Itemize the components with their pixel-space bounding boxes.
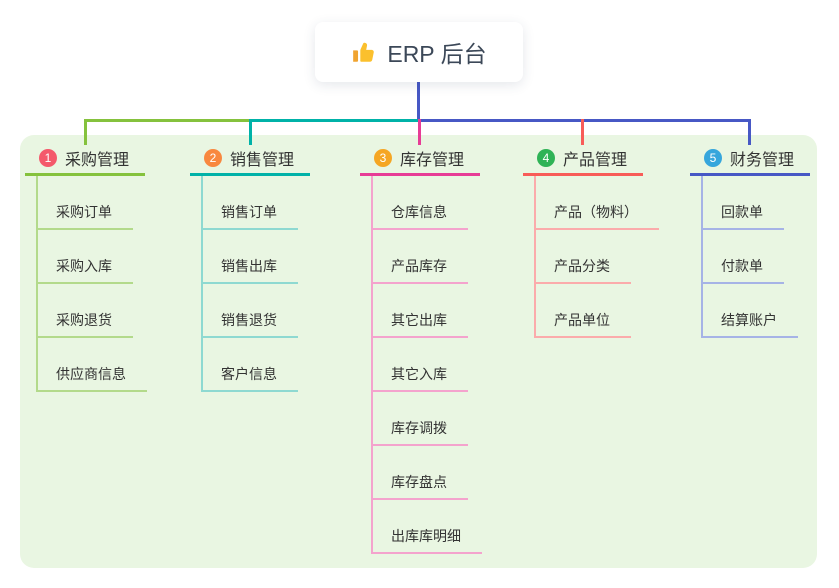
branch-heading[interactable]: 3 库存管理 (360, 145, 480, 176)
bus-segment-purchase (84, 119, 250, 122)
branch-5: 5 财务管理 回款单付款单结算账户 (690, 145, 820, 338)
branch-item-label: 付款单 (721, 258, 763, 274)
root-node[interactable]: ERP 后台 (315, 22, 523, 82)
branch-children-list: 回款单付款单结算账户 (701, 176, 798, 338)
branch-4: 4 产品管理 产品（物料） 产品分类产品单位 (523, 145, 659, 338)
branch-item-label: 销售订单 (221, 204, 277, 220)
branch-item-label: 其它出库 (391, 312, 447, 328)
drop-connector-sales (249, 119, 252, 145)
branch-item[interactable]: 其它出库 (373, 284, 468, 338)
branch-item-label: 回款单 (721, 204, 763, 220)
branch-item[interactable]: 销售出库 (203, 230, 298, 284)
branch-number-badge: 2 (204, 148, 222, 167)
branch-item[interactable]: 其它入库 (373, 338, 468, 392)
branch-item[interactable]: 供应商信息 (38, 338, 147, 392)
bus-segment-sales (250, 119, 419, 122)
branch-item-label: 产品分类 (554, 258, 610, 274)
branch-item[interactable]: 产品单位 (536, 284, 631, 338)
drop-connector-finance (748, 119, 751, 145)
branch-item-label: 销售退货 (221, 312, 277, 328)
branch-title: 采购管理 (65, 151, 130, 169)
branch-item[interactable]: 销售订单 (203, 176, 298, 230)
branch-item-label: 产品单位 (554, 312, 610, 328)
branch-number-badge: 1 (39, 148, 57, 167)
branch-item[interactable]: 库存盘点 (373, 446, 468, 500)
branch-item-label: 出库库明细 (391, 528, 461, 544)
branch-item-label: 结算账户 (721, 312, 777, 328)
drop-connector-purchase (84, 119, 87, 145)
root-stem-connector (417, 82, 420, 120)
branch-title: 销售管理 (230, 151, 295, 169)
branch-heading[interactable]: 5 财务管理 (690, 145, 810, 176)
thumbs-up-icon (351, 39, 377, 65)
branch-title: 产品管理 (563, 151, 628, 169)
branch-number-badge: 3 (374, 148, 392, 167)
branch-item-label: 仓库信息 (391, 204, 447, 220)
branch-1: 1 采购管理 采购订单采购入库采购退货供应商信息 (25, 145, 155, 392)
branch-item-label: 采购订单 (56, 204, 112, 220)
branch-item[interactable]: 销售退货 (203, 284, 298, 338)
branch-item[interactable]: 客户信息 (203, 338, 298, 392)
branch-item-label: 产品库存 (391, 258, 447, 274)
branch-item[interactable]: 结算账户 (703, 284, 798, 338)
branch-item[interactable]: 产品库存 (373, 230, 468, 284)
branch-item[interactable]: 产品分类 (536, 230, 631, 284)
branch-item-label: 供应商信息 (56, 366, 126, 382)
branch-item-label: 其它入库 (391, 366, 447, 382)
branch-item-label: 采购入库 (56, 258, 112, 274)
branch-item-label: 产品（物料） (554, 204, 638, 220)
branch-heading[interactable]: 4 产品管理 (523, 145, 643, 176)
branch-item-label: 客户信息 (221, 366, 277, 382)
root-label: ERP 后台 (387, 41, 487, 67)
branch-heading[interactable]: 1 采购管理 (25, 145, 145, 176)
branch-item[interactable]: 采购退货 (38, 284, 133, 338)
branch-item[interactable]: 产品（物料） (536, 176, 659, 230)
branch-heading[interactable]: 2 销售管理 (190, 145, 310, 176)
branch-item-label: 库存调拨 (391, 420, 447, 436)
branch-children-list: 仓库信息产品库存其它出库其它入库库存调拨库存盘点出库库明细 (371, 176, 482, 554)
branch-item-label: 库存盘点 (391, 474, 447, 490)
drop-connector-inventory (418, 119, 421, 145)
branch-item[interactable]: 库存调拨 (373, 392, 468, 446)
branch-item[interactable]: 采购入库 (38, 230, 133, 284)
branch-item-label: 采购退货 (56, 312, 112, 328)
branch-item[interactable]: 采购订单 (38, 176, 133, 230)
branch-title: 库存管理 (400, 151, 465, 169)
bus-segment-right (419, 119, 751, 122)
branches-panel-background (20, 135, 817, 568)
branch-number-badge: 5 (704, 148, 722, 167)
branch-children-list: 产品（物料） 产品分类产品单位 (534, 176, 659, 338)
branch-item-label: 销售出库 (221, 258, 277, 274)
branch-item[interactable]: 出库库明细 (373, 500, 482, 554)
branch-children-list: 采购订单采购入库采购退货供应商信息 (36, 176, 147, 392)
branch-item[interactable]: 仓库信息 (373, 176, 468, 230)
branch-title: 财务管理 (730, 151, 795, 169)
branch-item[interactable]: 回款单 (703, 176, 784, 230)
branch-3: 3 库存管理 仓库信息产品库存其它出库其它入库库存调拨库存盘点出库库明细 (360, 145, 490, 554)
branch-item[interactable]: 付款单 (703, 230, 784, 284)
branch-number-badge: 4 (537, 148, 555, 167)
drop-connector-product (581, 119, 584, 145)
branch-2: 2 销售管理 销售订单销售出库销售退货客户信息 (190, 145, 320, 392)
branch-children-list: 销售订单销售出库销售退货客户信息 (201, 176, 298, 392)
